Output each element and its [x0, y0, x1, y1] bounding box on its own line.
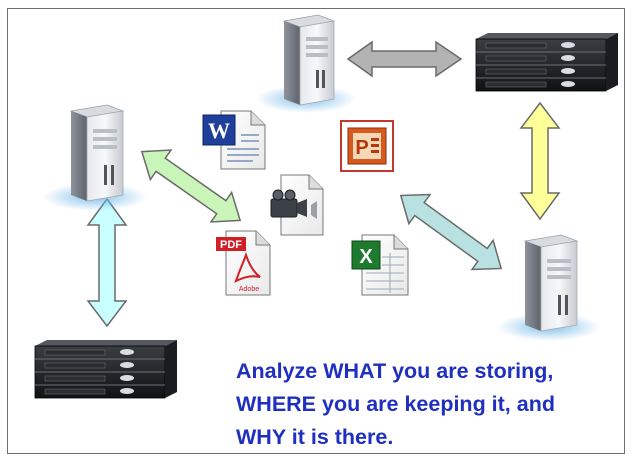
- rack-server-bottom-left-icon: [34, 340, 177, 399]
- pdf-document-icon: PDF Adobe: [216, 230, 271, 296]
- caption-line-1: Analyze WHAT you are storing,: [236, 359, 554, 383]
- rack-server-top-right-icon: [475, 33, 618, 92]
- tower-server-left-icon: [43, 104, 147, 211]
- video-file-icon: [270, 174, 324, 236]
- pdf-brand: Adobe: [239, 286, 259, 293]
- powerpoint-letter: P: [355, 137, 368, 159]
- arrow-yellow: [519, 101, 561, 221]
- arrow-gray: [346, 40, 463, 78]
- excel-spreadsheet-icon: X: [351, 234, 409, 296]
- caption-text: Analyze WHAT you are storing, WHERE you …: [236, 355, 628, 454]
- word-document-icon: W: [202, 110, 266, 170]
- excel-letter: X: [359, 246, 373, 268]
- tower-server-right-icon: [497, 234, 601, 341]
- powerpoint-icon: P: [340, 120, 394, 172]
- arrow-green: [140, 149, 242, 223]
- word-letter: W: [208, 118, 230, 143]
- arrow-teal: [399, 193, 503, 271]
- pdf-label: PDF: [220, 239, 242, 251]
- arrow-cyan: [86, 197, 128, 328]
- caption-line-2: WHERE you are keeping it, and: [236, 392, 555, 416]
- tower-server-top-icon: [256, 14, 356, 113]
- caption-line-3: WHY it is there.: [236, 425, 394, 449]
